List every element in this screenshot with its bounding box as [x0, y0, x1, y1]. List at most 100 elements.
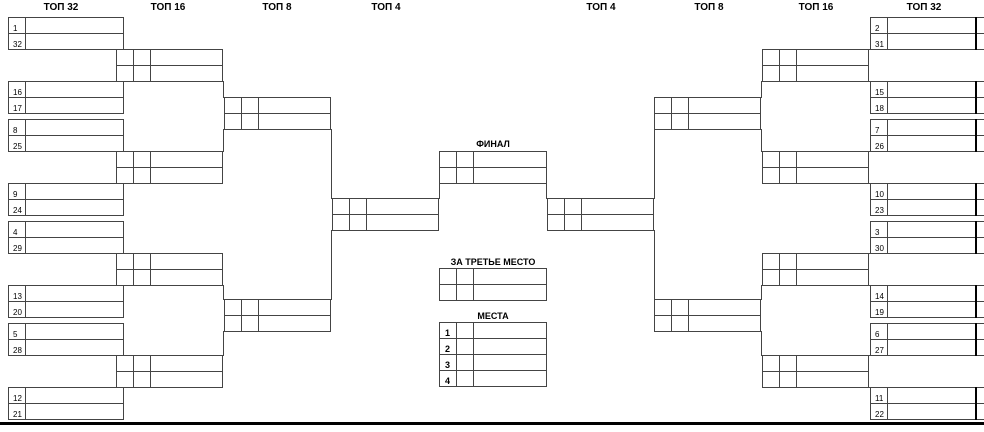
left-player-name-field[interactable]	[25, 221, 124, 238]
place-cell[interactable]	[456, 370, 474, 387]
right-player-name-field[interactable]	[887, 97, 984, 114]
left-top16-slot-cell-b[interactable]	[133, 269, 151, 286]
right-top16-slot-cell-a[interactable]	[762, 269, 780, 286]
right-player-name-field[interactable]	[887, 237, 984, 254]
left-top8-slot-cell-b[interactable]	[241, 299, 259, 316]
left-top16-slot-cell-a[interactable]	[116, 355, 134, 372]
right-player-name-field[interactable]	[887, 81, 984, 98]
left-top8-slot-cell-a[interactable]	[224, 113, 242, 130]
third-place-slot-cell-a[interactable]	[439, 268, 457, 285]
left-player-name-field[interactable]	[25, 183, 124, 200]
right-top16-slot-name-field[interactable]	[796, 355, 869, 372]
right-top16-slot-name-field[interactable]	[796, 371, 869, 388]
left-top4-slot-cell-a[interactable]	[332, 198, 350, 215]
right-player-name-field[interactable]	[887, 403, 984, 420]
right-top8-slot-name-field[interactable]	[688, 315, 761, 332]
left-player-name-field[interactable]	[25, 339, 124, 356]
place-name-field[interactable]	[473, 322, 547, 339]
left-player-name-field[interactable]	[25, 301, 124, 318]
left-top16-slot-name-field[interactable]	[150, 269, 223, 286]
left-player-name-field[interactable]	[25, 17, 124, 34]
left-top4-slot-cell-b[interactable]	[349, 214, 367, 231]
left-top16-slot-cell-a[interactable]	[116, 151, 134, 168]
right-player-name-field[interactable]	[887, 135, 984, 152]
final-slot-name-field[interactable]	[473, 151, 547, 168]
place-name-field[interactable]	[473, 338, 547, 355]
left-top16-slot-name-field[interactable]	[150, 355, 223, 372]
left-top8-slot-name-field[interactable]	[258, 113, 331, 130]
left-top16-slot-name-field[interactable]	[150, 151, 223, 168]
left-top16-slot-cell-a[interactable]	[116, 371, 134, 388]
left-player-name-field[interactable]	[25, 285, 124, 302]
third-place-slot-cell-b[interactable]	[456, 268, 474, 285]
right-top16-slot-cell-a[interactable]	[762, 49, 780, 66]
left-player-name-field[interactable]	[25, 135, 124, 152]
right-top16-slot-cell-b[interactable]	[779, 253, 797, 270]
right-top16-slot-cell-b[interactable]	[779, 167, 797, 184]
left-top8-slot-name-field[interactable]	[258, 299, 331, 316]
right-top8-slot-name-field[interactable]	[688, 299, 761, 316]
left-top16-slot-cell-a[interactable]	[116, 49, 134, 66]
left-player-name-field[interactable]	[25, 237, 124, 254]
right-top8-slot-cell-b[interactable]	[671, 97, 689, 114]
right-top16-slot-cell-b[interactable]	[779, 49, 797, 66]
left-player-name-field[interactable]	[25, 119, 124, 136]
right-top16-slot-name-field[interactable]	[796, 253, 869, 270]
left-top16-slot-cell-b[interactable]	[133, 253, 151, 270]
right-top8-slot-cell-b[interactable]	[671, 315, 689, 332]
left-player-name-field[interactable]	[25, 403, 124, 420]
right-top16-slot-cell-a[interactable]	[762, 151, 780, 168]
right-top16-slot-name-field[interactable]	[796, 167, 869, 184]
left-top16-slot-cell-b[interactable]	[133, 151, 151, 168]
right-top4-slot-name-field[interactable]	[581, 214, 654, 231]
left-top16-slot-name-field[interactable]	[150, 65, 223, 82]
final-slot-cell-b[interactable]	[456, 151, 474, 168]
right-top16-slot-cell-a[interactable]	[762, 371, 780, 388]
right-top8-slot-cell-a[interactable]	[654, 299, 672, 316]
right-top16-slot-cell-a[interactable]	[762, 167, 780, 184]
right-top8-slot-cell-b[interactable]	[671, 299, 689, 316]
place-cell[interactable]	[456, 338, 474, 355]
left-top16-slot-cell-b[interactable]	[133, 65, 151, 82]
right-top16-slot-name-field[interactable]	[796, 269, 869, 286]
left-top4-slot-cell-a[interactable]	[332, 214, 350, 231]
right-top16-slot-name-field[interactable]	[796, 65, 869, 82]
right-top16-slot-cell-b[interactable]	[779, 355, 797, 372]
left-top8-slot-cell-a[interactable]	[224, 315, 242, 332]
left-top16-slot-name-field[interactable]	[150, 167, 223, 184]
right-top16-slot-cell-b[interactable]	[779, 65, 797, 82]
third-place-slot-cell-a[interactable]	[439, 284, 457, 301]
place-name-field[interactable]	[473, 354, 547, 371]
right-top4-slot-cell-b[interactable]	[564, 214, 582, 231]
place-cell[interactable]	[456, 322, 474, 339]
right-top8-slot-name-field[interactable]	[688, 97, 761, 114]
left-top16-slot-cell-b[interactable]	[133, 167, 151, 184]
left-top16-slot-name-field[interactable]	[150, 49, 223, 66]
left-player-name-field[interactable]	[25, 81, 124, 98]
right-top16-slot-cell-a[interactable]	[762, 65, 780, 82]
left-top16-slot-cell-a[interactable]	[116, 167, 134, 184]
final-slot-cell-b[interactable]	[456, 167, 474, 184]
left-top8-slot-cell-a[interactable]	[224, 97, 242, 114]
left-player-name-field[interactable]	[25, 199, 124, 216]
right-top16-slot-cell-a[interactable]	[762, 253, 780, 270]
left-player-name-field[interactable]	[25, 387, 124, 404]
right-top8-slot-cell-a[interactable]	[654, 315, 672, 332]
right-player-name-field[interactable]	[887, 339, 984, 356]
right-player-name-field[interactable]	[887, 199, 984, 216]
right-player-name-field[interactable]	[887, 183, 984, 200]
left-player-name-field[interactable]	[25, 97, 124, 114]
right-top16-slot-cell-a[interactable]	[762, 355, 780, 372]
final-slot-cell-a[interactable]	[439, 167, 457, 184]
left-top16-slot-cell-b[interactable]	[133, 371, 151, 388]
place-cell[interactable]	[456, 354, 474, 371]
right-top8-slot-cell-a[interactable]	[654, 97, 672, 114]
right-player-name-field[interactable]	[887, 301, 984, 318]
right-top8-slot-cell-b[interactable]	[671, 113, 689, 130]
right-top16-slot-cell-b[interactable]	[779, 371, 797, 388]
left-top8-slot-cell-b[interactable]	[241, 315, 259, 332]
left-player-name-field[interactable]	[25, 323, 124, 340]
left-top8-slot-cell-b[interactable]	[241, 113, 259, 130]
right-top4-slot-name-field[interactable]	[581, 198, 654, 215]
right-top8-slot-cell-a[interactable]	[654, 113, 672, 130]
